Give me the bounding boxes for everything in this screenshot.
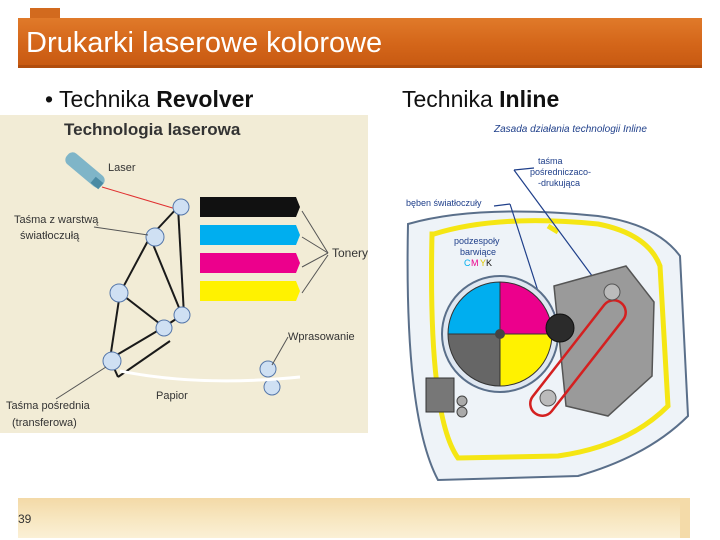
label-drum: bęben światłoczuły [406, 198, 482, 208]
label-tape-line2: pośredniczaco- [530, 167, 591, 177]
inline-diagram: Zasada działania technologii Inline taśm… [398, 116, 704, 486]
revolver-diagram: Technologia laserowa Laser [0, 115, 368, 433]
page-number: 39 [18, 512, 32, 526]
toner-magenta [200, 253, 300, 273]
label-belt-line1: Taśma z warstwą [14, 214, 99, 226]
revolver-diagram-title: Technologia laserowa [64, 120, 241, 139]
transfer-pointer-line [55, 366, 107, 400]
bullet-revolver-prefix: Technika [59, 86, 157, 112]
red-transfer-belt [529, 299, 627, 417]
label-laser: Laser [108, 162, 136, 174]
bullet-inline-bold: Inline [499, 86, 560, 112]
label-tape-line3: -drukująca [538, 178, 580, 188]
cmyk-m: M [471, 258, 479, 268]
label-transfer-line1: Taśma pośrednia [6, 400, 91, 412]
roller-group [102, 198, 281, 396]
bullet-revolver-bold: Revolver [156, 86, 254, 112]
toner-cyan [200, 225, 300, 245]
inline-diagram-svg: Zasada działania technologii Inline taśm… [406, 124, 690, 482]
toner-wheel [441, 275, 559, 393]
slide-title: Drukarki laserowe kolorowe [26, 27, 383, 59]
toner-cartridges [200, 197, 300, 301]
toner-pointer-lines [301, 210, 329, 294]
drum-assembly [529, 265, 655, 417]
toner-yellow [200, 281, 300, 301]
title-bar: Drukarki laserowe kolorowe [18, 8, 702, 68]
photosensitive-belt [119, 206, 185, 328]
paper-arrow [546, 223, 560, 235]
bullet-inline: Technika Inline [402, 86, 559, 113]
label-units-line1: podzespoły [454, 236, 500, 246]
photosensitive-drum [545, 313, 575, 343]
label-paper: Papior [156, 390, 188, 402]
label-units-line2: barwiące [460, 247, 496, 257]
label-transfer-line2: (transferowa) [12, 417, 77, 429]
belt-pointer-line [93, 226, 149, 236]
footer-strip [680, 498, 690, 538]
label-tape-line1: taśma [538, 156, 563, 166]
inline-diagram-title: Zasada działania technologii Inline [493, 124, 647, 135]
laser-beam [101, 186, 177, 210]
feed-rollers [456, 395, 468, 418]
toner-black [200, 197, 300, 217]
cmyk-k: K [486, 258, 492, 268]
laser-icon [65, 152, 105, 190]
cmyk-c: C [464, 258, 471, 268]
cmyk-label: C M Y K [464, 258, 492, 268]
label-fusing: Wprasowanie [288, 331, 355, 343]
revolver-diagram-svg: Technologia laserowa Laser [6, 120, 368, 429]
footer-bar: 39 [18, 498, 690, 538]
cmyk-y: Y [480, 258, 486, 268]
paper-sheet [119, 369, 301, 383]
fusing-pointer-line [271, 336, 289, 366]
bullet-revolver: • Technika Revolver [45, 86, 253, 113]
label-belt-line2: światłoczułą [20, 230, 80, 242]
paper-tray [425, 377, 455, 413]
label-toner: Tonery [332, 246, 368, 260]
title-corner-accent [30, 8, 60, 18]
bullet-dot: • [45, 86, 54, 112]
bullet-inline-prefix: Technika [402, 86, 500, 112]
